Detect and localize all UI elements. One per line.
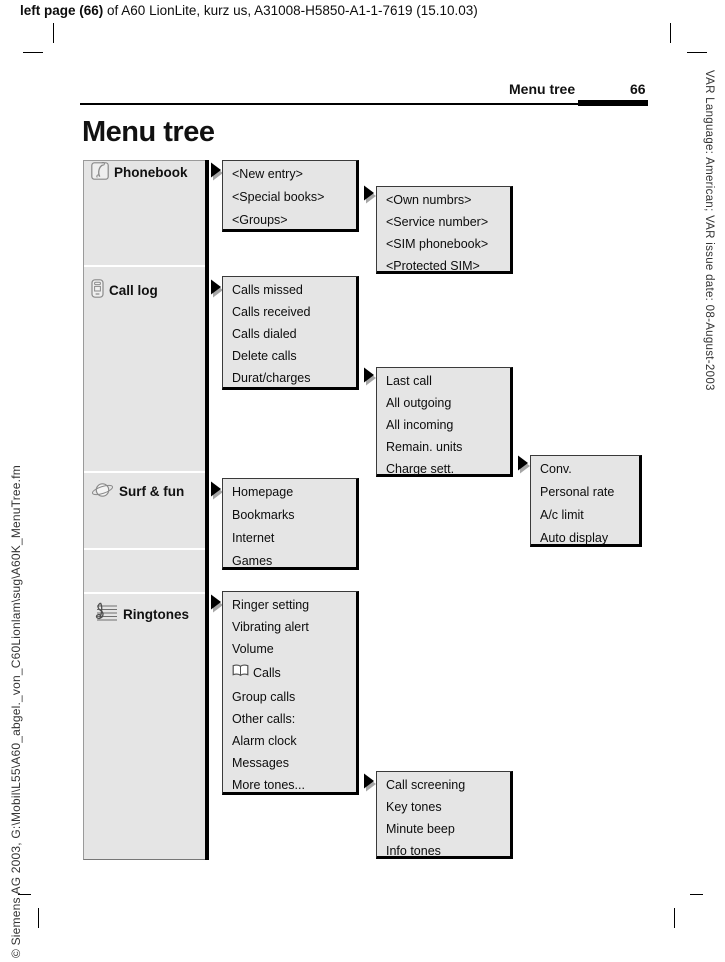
menu-item: Personal rate (540, 485, 615, 499)
menu-item: Homepage (232, 485, 294, 499)
menu-item: <Protected SIM> (386, 259, 480, 273)
menu-item: All outgoing (386, 396, 452, 410)
crop-mark (687, 52, 707, 53)
menu-item: Bookmarks (232, 508, 295, 522)
menu-item: Games (232, 554, 273, 568)
menu-item: All incoming (386, 418, 454, 432)
menu-item: Delete calls (232, 349, 297, 363)
planet-globe-icon (91, 481, 114, 502)
arrow-call-log (211, 279, 223, 298)
menu-item: Calls received (232, 305, 311, 319)
arrow-phonebook (211, 162, 223, 181)
box-charge-sett-submenu: Conv. Personal rate A/c limit Auto displ… (530, 455, 642, 547)
menu-item: Charge sett. (386, 462, 455, 476)
box-phonebook-submenu: <New entry> <Special books> <Groups> (222, 160, 359, 232)
phone-handset-icon (91, 161, 109, 183)
crop-mark (23, 52, 43, 53)
menu-item: Minute beep (386, 822, 455, 836)
menu-item: <Groups> (232, 213, 288, 227)
crop-mark (53, 23, 54, 43)
section-phonebook: Phonebook (84, 161, 204, 183)
top-annotation-rest: of A60 LionLite, kurz us, A31008-H5850-A… (103, 3, 478, 18)
box-more-tones-submenu: Call screening Key tones Minute beep Inf… (376, 771, 513, 859)
menu-column (83, 160, 205, 860)
margin-note-left: © Siemens AG 2003, G:\Mobil\L55\A60_abge… (9, 465, 23, 958)
section-divider (84, 592, 205, 594)
arrow-special-books (364, 185, 376, 204)
menu-item: Key tones (386, 800, 442, 814)
menu-item: Messages (232, 756, 289, 770)
menu-item: Ringer setting (232, 598, 310, 612)
box-call-log-submenu: Calls missed Calls received Calls dialed… (222, 276, 359, 390)
menu-item: <Service number> (386, 215, 489, 229)
menu-item: Remain. units (386, 440, 463, 454)
arrow-more-tones (364, 773, 376, 792)
menu-item: Volume (232, 642, 274, 656)
section-ringtones: Ringtones (84, 602, 204, 626)
menu-item: Calls dialed (232, 327, 297, 341)
section-label: Surf & fun (119, 484, 185, 499)
box-ringtones-submenu: Ringer setting Vibrating alert Volume Ca… (222, 591, 359, 795)
section-divider (84, 265, 205, 267)
arrow-surf-fun (211, 481, 223, 500)
page-title: Menu tree (82, 116, 215, 148)
box-surf-fun-submenu: Homepage Bookmarks Internet Games (222, 478, 359, 570)
menu-item: Last call (386, 374, 432, 388)
section-label: Phonebook (114, 165, 188, 180)
margin-note-right: VAR Language: American; VAR issue date: … (703, 70, 715, 391)
page-number: 66 (630, 81, 646, 97)
menu-item: Conv. (540, 462, 572, 476)
header-rule (80, 103, 648, 105)
menu-item: Call screening (386, 778, 466, 792)
crop-mark (38, 908, 39, 928)
section-label: Ringtones (123, 606, 189, 622)
crop-mark (18, 894, 31, 895)
arrow-ringtones (211, 594, 223, 613)
section-call-log: Call log (84, 279, 204, 301)
menu-item: Internet (232, 531, 275, 545)
open-book-icon (232, 662, 249, 684)
menu-column-border (205, 160, 209, 860)
section-surf-fun: Surf & fun (84, 481, 204, 502)
menu-item: <SIM phonebook> (386, 237, 489, 251)
arrow-charge-sett (518, 455, 530, 474)
crop-mark (674, 908, 675, 928)
section-label: Call log (109, 282, 158, 298)
box-durat-charges-submenu: Last call All outgoing All incoming Rema… (376, 367, 513, 477)
menu-item: Calls missed (232, 283, 303, 297)
menu-item: Group calls (232, 690, 296, 704)
section-divider (84, 471, 205, 473)
crop-mark (690, 894, 703, 895)
top-annotation-bold: left page (66) (20, 3, 104, 18)
box-special-books-submenu: <Own numbrs> <Service number> <SIM phone… (376, 186, 513, 274)
menu-item: A/c limit (540, 508, 584, 522)
header-rule-accent (578, 100, 648, 106)
menu-item: <New entry> (232, 167, 303, 181)
menu-item: Durat/charges (232, 371, 311, 385)
mobile-phone-icon (91, 279, 104, 301)
section-divider (84, 548, 205, 550)
menu-item-label: Calls (253, 666, 281, 680)
menu-item: Alarm clock (232, 734, 297, 748)
menu-item: <Own numbrs> (386, 193, 472, 207)
music-staff-icon (91, 602, 118, 626)
arrow-durat-charges (364, 367, 376, 386)
menu-item: More tones... (232, 778, 305, 792)
top-annotation: left page (66) of A60 LionLite, kurz us,… (20, 3, 478, 18)
menu-item: Vibrating alert (232, 620, 309, 634)
running-header-title: Menu tree (509, 81, 576, 97)
menu-item: Auto display (540, 531, 609, 545)
menu-item: Info tones (386, 844, 441, 858)
crop-mark (670, 23, 671, 43)
menu-item: <Special books> (232, 190, 325, 204)
menu-item: Other calls: (232, 712, 296, 726)
menu-item-calls: Calls (232, 660, 356, 686)
